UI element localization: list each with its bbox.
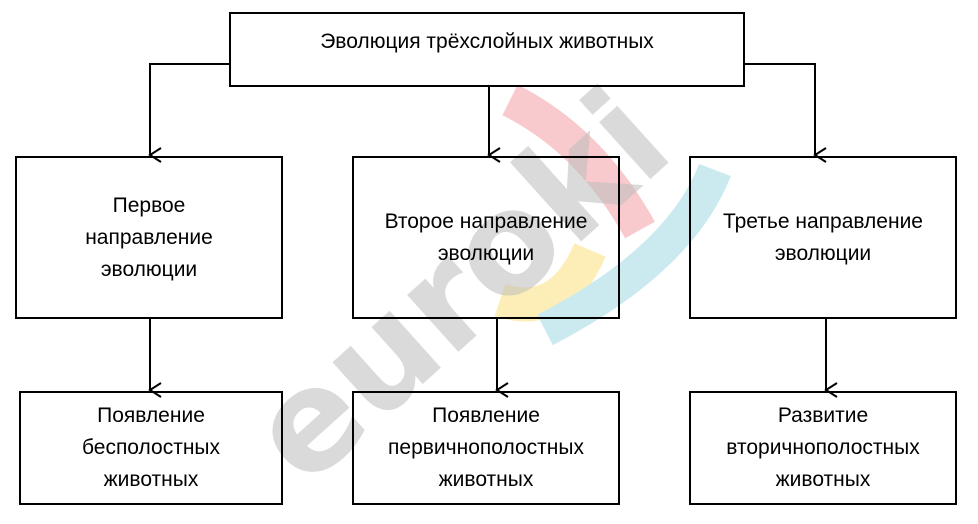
- root-node: Эволюция трёхслойных животных: [229, 12, 745, 87]
- direction-node-2-label: Второе направление эволюции: [384, 209, 588, 265]
- direction-node-2: Второе направление эволюции: [352, 156, 620, 319]
- root-node-label: Эволюция трёхслойных животных: [320, 30, 654, 53]
- direction-node-1: Первое направление эволюции: [15, 156, 283, 319]
- direction-node-1-label: Первое направление эволюции: [85, 193, 213, 281]
- result-node-1: Появление бесполостных животных: [19, 391, 283, 505]
- result-node-3-label: Развитие вторичнополостных животных: [726, 404, 920, 491]
- result-node-1-label: Появление бесполостных животных: [81, 404, 221, 491]
- arrow-root-to-direction-3: [745, 63, 827, 163]
- watermark-arc-pink: [502, 84, 655, 239]
- watermark-arc-cyan: [537, 163, 731, 346]
- result-node-3: Развитие вторичнополостных животных: [689, 391, 957, 505]
- watermark-rainbow-arcs: [494, 84, 731, 346]
- result-node-2-label: Появление первичнополостных животных: [388, 404, 584, 491]
- result-node-2: Появление первичнополостных животных: [352, 391, 620, 505]
- direction-node-3: Третье направление эволюции: [689, 156, 957, 319]
- arrow-root-to-direction-1: [148, 63, 229, 163]
- watermark-arc-yellow: [494, 242, 606, 322]
- direction-node-3-label: Третье направление эволюции: [722, 209, 923, 265]
